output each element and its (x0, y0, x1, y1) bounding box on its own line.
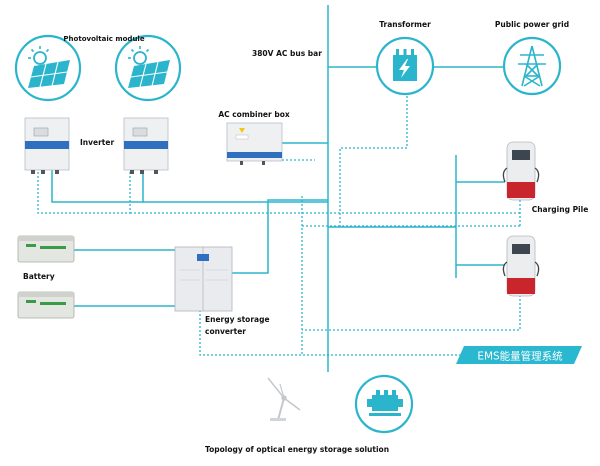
charging-pile-top (502, 141, 540, 201)
solar-panel-icon (128, 46, 170, 88)
ac-combiner-label: AC combiner box (218, 110, 290, 119)
transformer-icon (393, 49, 417, 81)
generator-icon (367, 390, 403, 416)
public-grid-node (502, 36, 562, 96)
transformer-comm-line (339, 96, 408, 228)
diagram-caption: Topology of optical energy storage solut… (205, 445, 389, 454)
transformer-node (375, 36, 435, 96)
inverter-dotted-loop (37, 172, 131, 214)
energy-storage-converter (174, 246, 233, 312)
power-tower-icon (518, 45, 546, 87)
pv-module-left (14, 34, 82, 102)
photovoltaic-module-label: Photovoltaic module (63, 35, 144, 43)
inverter-left (24, 117, 70, 174)
solar-panel-icon (28, 46, 70, 88)
pv-module-right (114, 34, 182, 102)
comm-lines (37, 96, 521, 356)
battery-label: Battery (23, 272, 55, 281)
ac-combiner-box (226, 122, 283, 165)
ac-lines (51, 5, 505, 372)
wind-turbine-icon (267, 377, 301, 421)
ems-label: EMS能量管理系统 (477, 350, 563, 363)
battery-bottom (17, 291, 75, 319)
bus-bar-label: 380V AC bus bar (252, 49, 322, 58)
battery-top (17, 235, 75, 263)
pcs-label-line1: Energy storage (205, 315, 270, 324)
generator-node (354, 374, 414, 434)
pcs-to-bus-solid (232, 199, 328, 274)
pcs-label-line2: converter (205, 327, 246, 336)
charging-pile-label: Charging Pile (532, 205, 589, 214)
pile2-comm-line (302, 295, 521, 331)
ems-bar: EMS能量管理系统 (456, 346, 582, 364)
transformer-label: Transformer (379, 20, 431, 29)
charging-pile-bottom (502, 235, 540, 297)
pcs-comm-line (199, 310, 465, 356)
inverter-right (123, 117, 169, 174)
public-grid-label: Public power grid (495, 20, 569, 29)
inverter-solid-loop (51, 170, 144, 203)
inverter-label: Inverter (80, 138, 114, 147)
